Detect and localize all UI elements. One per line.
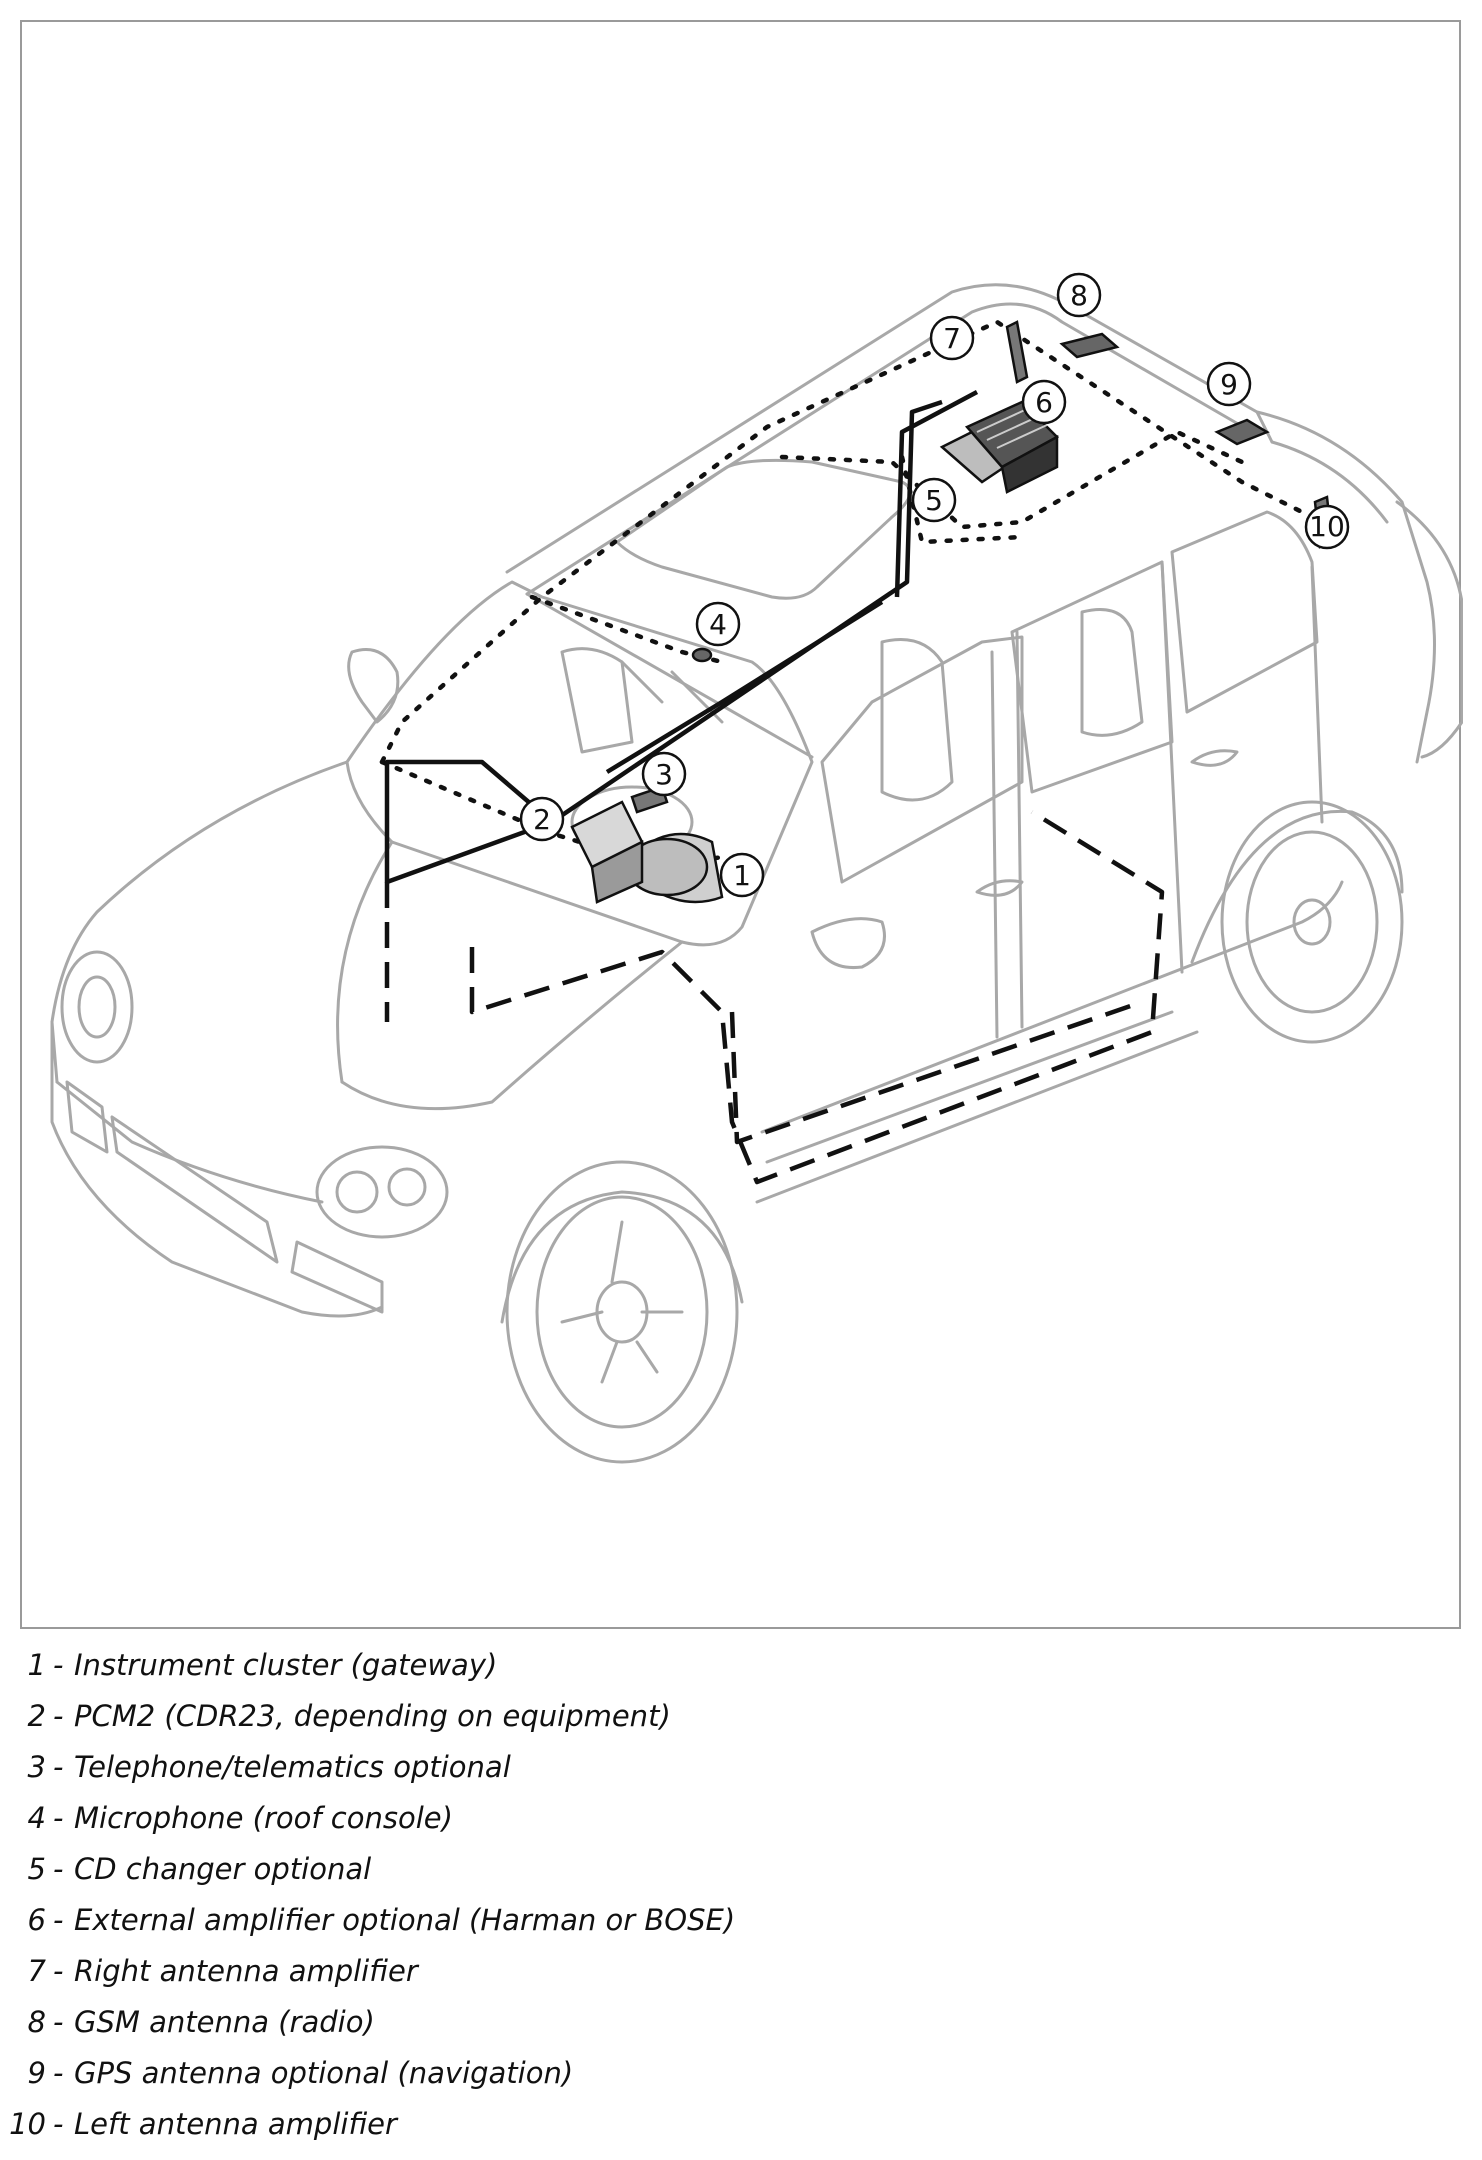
legend-item: 2-PCM2 (CDR23, depending on equipment) [0, 1691, 1482, 1742]
callout-6: 6 [1021, 379, 1067, 425]
callout-10: 10 [1304, 504, 1350, 550]
legend-number: 5 [27, 1852, 46, 1886]
legend-item: 5-CD changer optional [0, 1844, 1482, 1895]
svg-text:4: 4 [709, 608, 727, 641]
svg-text:2: 2 [533, 803, 551, 836]
legend-separator: - [53, 1903, 64, 1937]
legend-item: 4-Microphone (roof console) [0, 1793, 1482, 1844]
wiring-harness [379, 319, 1305, 1185]
car-body-outline [50, 283, 1463, 1464]
svg-text:9: 9 [1220, 368, 1238, 401]
legend-item: 6-External amplifier optional (Harman or… [0, 1895, 1482, 1946]
dashed-line-2 [729, 999, 1143, 1145]
callout-8: 8 [1056, 272, 1102, 318]
legend-separator: - [53, 1954, 64, 1988]
legend-list: 1-Instrument cluster (gateway) 2-PCM2 (C… [0, 1640, 1482, 2150]
legend-number: 1 [27, 1648, 46, 1682]
legend-label: GPS antenna optional (navigation) [74, 2056, 574, 2090]
legend-separator: - [53, 2056, 64, 2090]
bus-line-solid-2 [550, 399, 943, 824]
antenna-line-dotted [379, 319, 1305, 765]
legend-separator: - [53, 2107, 64, 2141]
callouts: 1 2 3 4 5 6 7 8 9 10 [519, 272, 1350, 898]
svg-text:10: 10 [1309, 510, 1345, 543]
gsm-antenna-component [1059, 332, 1120, 359]
diagram-frame: 1 2 3 4 5 6 7 8 9 10 [20, 20, 1463, 1629]
legend-label: Instrument cluster (gateway) [74, 1648, 498, 1682]
legend-label: External amplifier optional (Harman or B… [74, 1903, 736, 1937]
callout-1: 1 [719, 852, 765, 898]
callout-3: 3 [641, 751, 687, 797]
antenna-line-dotted-3 [529, 594, 725, 665]
bus-line-solid [384, 759, 555, 885]
instrument-cluster-component [625, 832, 724, 904]
svg-text:1: 1 [733, 859, 751, 892]
svg-text:3: 3 [655, 758, 673, 791]
callout-9: 9 [1206, 361, 1252, 407]
legend-number: 10 [9, 2107, 46, 2141]
legend-label: Telephone/telematics optional [74, 1750, 511, 1784]
bus-line-solid-3 [894, 390, 979, 598]
legend-number: 8 [27, 2005, 46, 2039]
callout-2: 2 [519, 796, 565, 842]
legend-number: 2 [27, 1699, 46, 1733]
legend-label: Left antenna amplifier [74, 2107, 397, 2141]
callout-7: 7 [929, 315, 975, 361]
dashed-line [384, 810, 1165, 1185]
car-wiring-diagram: 1 2 3 4 5 6 7 8 9 10 [50, 272, 1463, 1464]
legend-number: 7 [27, 1954, 46, 1988]
legend-label: Microphone (roof console) [74, 1801, 453, 1835]
legend-separator: - [53, 2005, 64, 2039]
legend-separator: - [53, 1750, 64, 1784]
legend-item: 10-Left antenna amplifier [0, 2099, 1482, 2150]
legend-label: PCM2 (CDR23, depending on equipment) [74, 1699, 671, 1733]
callout-5: 5 [911, 477, 957, 523]
svg-text:7: 7 [943, 322, 961, 355]
svg-text:5: 5 [925, 484, 943, 517]
components [570, 320, 1334, 904]
microphone-component [691, 647, 713, 663]
legend-label: Right antenna amplifier [74, 1954, 418, 1988]
legend-item: 1-Instrument cluster (gateway) [0, 1640, 1482, 1691]
legend-number: 6 [27, 1903, 46, 1937]
legend-number: 4 [27, 1801, 46, 1835]
legend-number: 3 [27, 1750, 46, 1784]
legend-item: 7-Right antenna amplifier [0, 1946, 1482, 1997]
callout-4: 4 [695, 601, 741, 647]
legend-separator: - [53, 1852, 64, 1886]
svg-text:6: 6 [1035, 386, 1053, 419]
legend-item: 3-Telephone/telematics optional [0, 1742, 1482, 1793]
legend-number: 9 [27, 2056, 46, 2090]
gps-antenna-component [1214, 418, 1270, 446]
legend-separator: - [53, 1648, 64, 1682]
legend-separator: - [53, 1699, 64, 1733]
svg-text:8: 8 [1070, 279, 1088, 312]
legend-item: 8-GSM antenna (radio) [0, 1997, 1482, 2048]
pcm2-component [570, 800, 644, 904]
right-antenna-amplifier-component [1005, 320, 1029, 384]
legend-separator: - [53, 1801, 64, 1835]
legend-item: 9-GPS antenna optional (navigation) [0, 2048, 1482, 2099]
legend-label: GSM antenna (radio) [74, 2005, 375, 2039]
legend-label: CD changer optional [74, 1852, 372, 1886]
bus-line-solid-4 [605, 600, 884, 774]
